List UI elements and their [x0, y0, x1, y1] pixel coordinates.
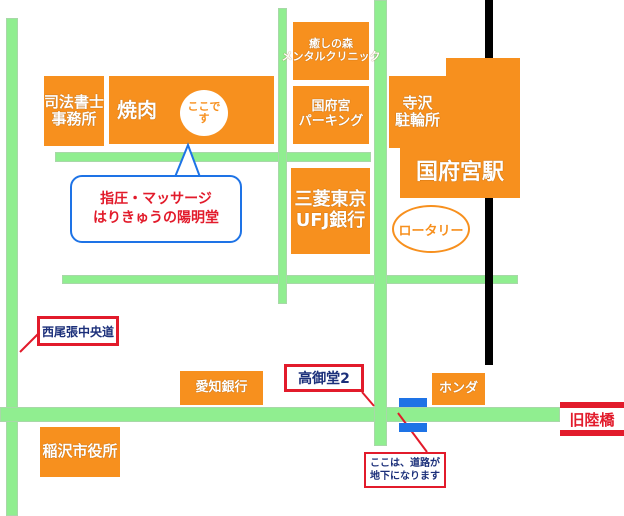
road-upper-horizontal — [55, 152, 371, 162]
konomiya-station: 国府宮駅 — [400, 148, 520, 198]
honda-dealer: ホンダ — [432, 373, 485, 405]
underpass-note: ここは、道路が 地下になります — [364, 452, 446, 488]
aichi-bank-label: 愛知銀行 — [195, 379, 248, 395]
station-label: 国府宮駅 — [415, 160, 504, 186]
iyashi-clinic: 癒しの森 メンタルクリニック — [282, 22, 381, 80]
city-hall-label: 稲沢市役所 — [42, 442, 118, 461]
nishio-pointer-line — [19, 333, 39, 353]
mufg-bank: 三菱東京 UFJ銀行 — [291, 168, 370, 254]
judicial-scrivener-office: 司法書士 事務所 — [44, 76, 104, 146]
nishio-road-label: 西尾張中央道 — [37, 316, 119, 346]
station-rotary: ロータリー — [392, 205, 470, 253]
old-bridge-label: 旧陸橋 — [560, 402, 624, 436]
iyashi-clinic-label: 癒しの森 メンタルクリニック — [281, 37, 381, 63]
yakiniku-restaurant: 焼肉 ここです — [109, 76, 274, 144]
road-vertical-center — [278, 8, 287, 304]
underpass-marker-bottom — [399, 423, 427, 432]
road-vertical-right — [374, 0, 387, 446]
terazawa-bicycle-parking: 寺沢 駐輪所 — [389, 76, 446, 148]
road-middle-horizontal — [62, 275, 518, 284]
judicial-scrivener-label: 司法書士 事務所 — [44, 92, 105, 128]
mufg-bank-label: 三菱東京 UFJ銀行 — [294, 189, 367, 231]
note-pointer-line — [397, 412, 428, 453]
callout-line1: 指圧・マッサージ — [100, 191, 212, 208]
here-marker: ここです — [177, 87, 231, 139]
rotary-label: ロータリー — [398, 223, 464, 239]
yakiniku-label: 焼肉 — [117, 97, 157, 122]
yomeido-callout: 指圧・マッサージ はりきゅうの陽明堂 — [70, 175, 242, 243]
road-main-horizontal — [0, 407, 560, 422]
takamido-label: 高御堂2 — [284, 364, 364, 392]
honda-label: ホンダ — [438, 380, 478, 396]
parking-label: 国府宮 パーキング — [298, 99, 364, 129]
bicycle-parking-label: 寺沢 駐輪所 — [394, 93, 440, 129]
underpass-marker-top — [399, 398, 427, 407]
konomiya-station-upper — [446, 58, 520, 156]
callout-line2: はりきゅうの陽明堂 — [93, 210, 219, 226]
konomiya-parking: 国府宮 パーキング — [293, 86, 369, 144]
aichi-bank: 愛知銀行 — [180, 371, 263, 405]
here-marker-label: ここです — [187, 99, 221, 125]
takamido-pointer-line — [361, 391, 375, 407]
inazawa-city-hall: 稲沢市役所 — [40, 427, 120, 477]
